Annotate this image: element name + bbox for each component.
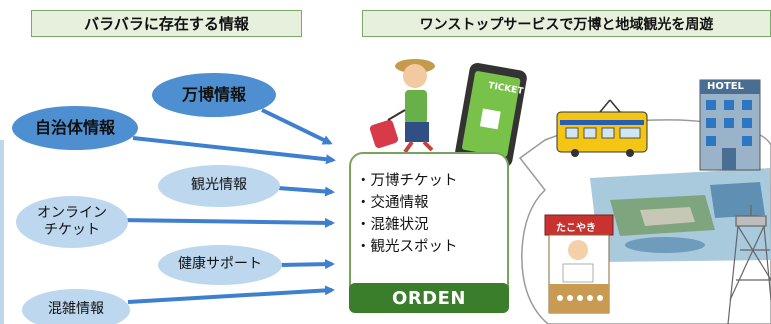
hotel-icon xyxy=(699,79,761,171)
source-tourism-info: 観光情報 xyxy=(158,165,280,207)
tower-icon xyxy=(727,205,771,324)
source-health-support: 健康サポート xyxy=(158,245,282,285)
traveler-icon xyxy=(369,59,435,154)
takoyaki-stand-icon xyxy=(544,214,614,314)
hotel-sign: HOTEL xyxy=(707,81,744,92)
aerial-map-image xyxy=(590,168,771,262)
arrow-ticket xyxy=(119,217,335,228)
service-item: ・観光スポット xyxy=(356,239,458,255)
header-right: ワンストップサービスで万博と地域観光を周遊 xyxy=(362,10,771,37)
train-icon xyxy=(556,99,648,157)
service-item: ・万博チケット xyxy=(356,173,458,189)
left-edge-bar xyxy=(0,140,4,324)
arrow-expo xyxy=(261,108,333,145)
orden-app-label: ORDEN xyxy=(349,283,509,313)
source-expo-info: 万博情報 xyxy=(152,73,276,117)
arrows xyxy=(119,108,336,304)
arrow-health xyxy=(279,259,335,270)
source-congestion-info: 混雑情報 xyxy=(22,289,130,324)
service-item: ・交通情報 xyxy=(356,195,429,211)
arrow-tourism xyxy=(277,186,335,197)
service-list: ・万博チケット ・交通情報 ・混雑状況 ・観光スポット xyxy=(356,170,458,258)
phone-ticket-icon xyxy=(455,62,527,168)
arrow-congestion xyxy=(127,285,335,304)
source-online-ticket: オンライン チケット xyxy=(16,196,128,248)
takoyaki-sign: たこやき xyxy=(556,223,596,234)
service-item: ・混雑状況 xyxy=(356,217,429,233)
header-left: バラバラに存在する情報 xyxy=(31,10,302,37)
source-municipal-info: 自治体情報 xyxy=(12,106,138,150)
arrow-municipal xyxy=(132,136,336,165)
